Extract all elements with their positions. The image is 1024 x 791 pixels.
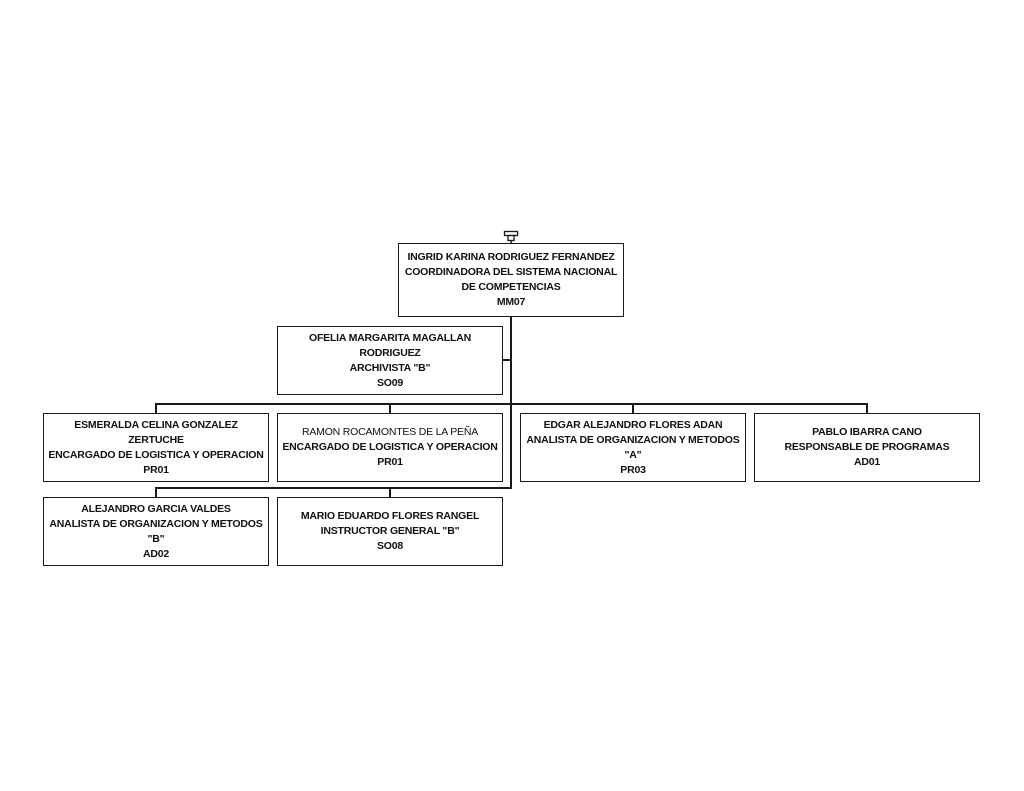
node-code: SO08 — [376, 540, 404, 552]
node-title: ANALISTA DE ORGANIZACION Y METODOS — [526, 433, 740, 446]
node-staff-5[interactable]: ALEJANDRO GARCIA VALDES ANALISTA DE ORGA… — [43, 497, 269, 566]
node-title: ANALISTA DE ORGANIZACION Y METODOS — [49, 517, 263, 530]
node-name: ESMERALDA CELINA GONZALEZ ZERTUCHE — [74, 418, 238, 446]
node-title: COORDINADORA DEL SISTEMA NACIONAL — [404, 266, 618, 278]
node-assistant[interactable]: OFELIA MARGARITA MAGALLAN RODRIGUEZ ARCH… — [277, 326, 503, 395]
node-title: "A" — [624, 448, 642, 461]
node-code: AD02 — [142, 547, 170, 560]
node-code: PR03 — [620, 463, 646, 476]
node-code: MM07 — [496, 296, 526, 308]
connector-root-trunk — [510, 316, 512, 488]
connector-row1-drop-1 — [155, 403, 157, 413]
node-code: PR01 — [143, 463, 169, 476]
connector-row1-drop-2 — [389, 403, 391, 413]
node-name: MARIO EDUARDO FLORES RANGEL — [300, 510, 480, 522]
node-title: DE COMPETENCIAS — [461, 281, 561, 293]
node-name: RODRIGUEZ — [359, 346, 421, 359]
node-code: SO09 — [376, 376, 404, 389]
node-title: ENCARGADO DE LOGISTICA Y OPERACION — [48, 448, 264, 461]
node-staff-1[interactable]: ESMERALDA CELINA GONZALEZ ZERTUCHE ENCAR… — [43, 413, 269, 482]
connector-row1-drop-4 — [866, 403, 868, 413]
connector-row2-bus — [155, 487, 512, 489]
collapse-marker-icon[interactable] — [503, 230, 519, 244]
node-staff-2[interactable]: RAMON ROCAMONTES DE LA PEÑA ENCARGADO DE… — [277, 413, 503, 482]
node-name: EDGAR ALEJANDRO FLORES ADAN — [543, 418, 723, 431]
connector-row2-drop-1 — [155, 487, 157, 497]
node-title: "B" — [147, 532, 165, 545]
connector-row2-drop-2 — [389, 487, 391, 497]
node-name: RAMON ROCAMONTES DE LA PEÑA — [301, 426, 479, 438]
node-title: RESPONSABLE DE PROGRAMAS — [784, 441, 950, 453]
node-staff-4[interactable]: PABLO IBARRA CANO RESPONSABLE DE PROGRAM… — [754, 413, 980, 482]
node-name: PABLO IBARRA CANO — [812, 426, 922, 438]
node-name: ALEJANDRO GARCIA VALDES — [81, 502, 231, 515]
node-title: ARCHIVISTA "B" — [349, 361, 431, 374]
node-code: AD01 — [853, 456, 881, 468]
node-name: OFELIA MARGARITA MAGALLAN — [308, 331, 471, 344]
connector-row1-bus — [155, 403, 868, 405]
node-root[interactable]: INGRID KARINA RODRIGUEZ FERNANDEZ COORDI… — [398, 243, 624, 317]
connector-row1-drop-3 — [632, 403, 634, 413]
node-name: INGRID KARINA RODRIGUEZ FERNANDEZ — [407, 251, 615, 263]
node-title: INSTRUCTOR GENERAL "B" — [320, 525, 460, 537]
node-staff-3[interactable]: EDGAR ALEJANDRO FLORES ADAN ANALISTA DE … — [520, 413, 746, 482]
node-title: ENCARGADO DE LOGISTICA Y OPERACION — [282, 441, 498, 453]
node-code: PR01 — [377, 456, 403, 468]
connector-assistant — [502, 359, 511, 361]
node-staff-6[interactable]: MARIO EDUARDO FLORES RANGEL INSTRUCTOR G… — [277, 497, 503, 566]
